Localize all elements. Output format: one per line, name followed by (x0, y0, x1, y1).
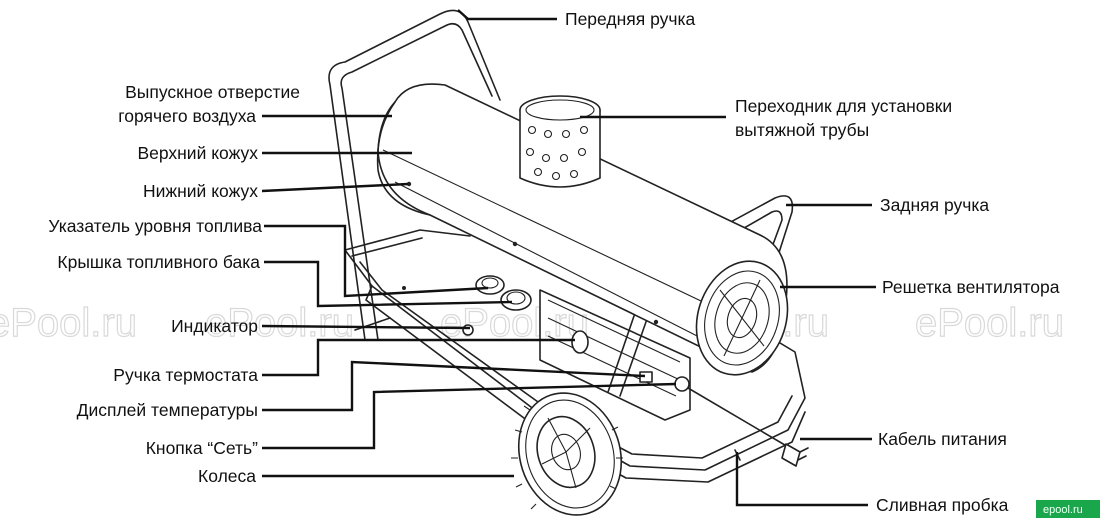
wheel (511, 392, 623, 516)
watermark-1: ePool.ru (0, 301, 137, 345)
label-upper-casing: Верхний кожух (137, 143, 258, 163)
label-rear-handle: Задняя ручка (880, 195, 989, 215)
indicator-lamp (462, 324, 474, 336)
temp-display-window (639, 371, 653, 383)
thermostat-knob (571, 330, 589, 354)
fuel-gauge (475, 275, 505, 295)
label-outlet-line2: горячего воздуха (118, 106, 256, 126)
label-drain-plug: Сливная пробка (876, 495, 1009, 515)
label-fan-grille: Решетка вентилятора (882, 277, 1060, 297)
site-badge-text: epool.ru (1043, 504, 1083, 516)
leader-lines (261, 9, 876, 507)
label-adapter-line2: вытяжной трубы (735, 120, 869, 140)
fan-grille (695, 260, 789, 376)
site-badge: epool.ru (1036, 500, 1100, 518)
heater-illustration (328, 9, 809, 516)
label-temp-display: Дисплей температуры (77, 400, 258, 420)
watermark-5: ePool.ru (915, 301, 1064, 345)
label-fuel-gauge: Указатель уровня топлива (48, 216, 262, 236)
labels: Передняя ручка Выпускное отверстие горяч… (48, 9, 1059, 515)
label-indicator: Индикатор (171, 316, 258, 336)
label-tank-cap: Крышка топливного бака (57, 252, 260, 272)
chimney-adapter (519, 95, 601, 188)
label-adapter-line1: Переходник для установки (735, 96, 952, 116)
watermark-row: ePool.ru ePool.ru ePool.ru ePool.ru ePoo… (0, 300, 1065, 345)
power-cable-line (687, 387, 791, 449)
base-tray (344, 249, 806, 471)
label-front-handle: Передняя ручка (565, 9, 696, 29)
power-switch (674, 376, 690, 392)
label-wheels: Колеса (198, 466, 256, 486)
label-thermostat-knob: Ручка термостата (113, 365, 258, 385)
label-lower-casing: Нижний кожух (143, 181, 258, 201)
watermark-2: ePool.ru (205, 301, 354, 345)
fuel-tank-cap (500, 289, 532, 311)
control-box (539, 289, 691, 421)
label-power-button: Кнопка “Сеть” (146, 438, 258, 458)
label-outlet-line1: Выпускное отверстие (125, 82, 300, 102)
label-power-cable: Кабель питания (878, 429, 1007, 449)
